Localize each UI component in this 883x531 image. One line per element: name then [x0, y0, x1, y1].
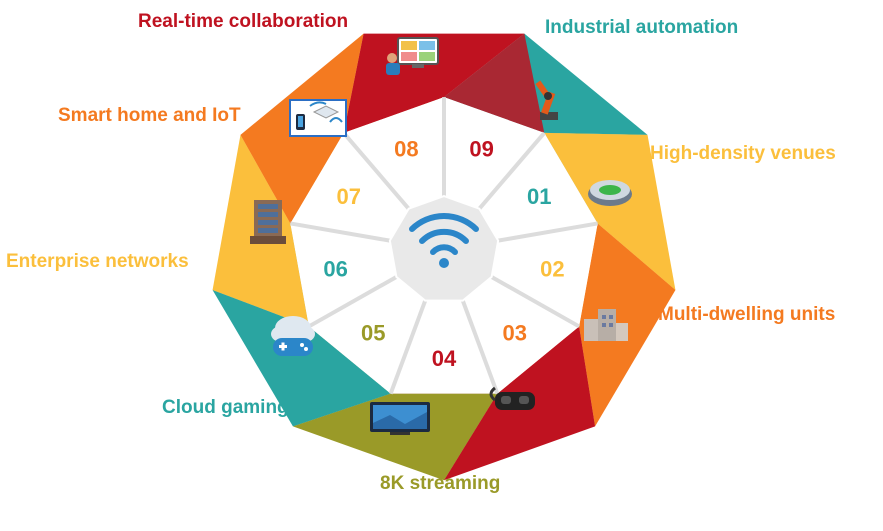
spoke-line: [307, 275, 398, 329]
segment-number-05: 05: [361, 321, 385, 346]
segment-number-08: 08: [394, 137, 418, 162]
spoke-line: [497, 221, 598, 243]
segment-number-03: 03: [502, 321, 526, 346]
label-real-time-collaboration: Real-time collaboration: [138, 11, 349, 32]
segment-number-09: 09: [469, 137, 493, 162]
vr-headset-icon: [489, 386, 535, 410]
label-cloud-gaming: Cloud gaming: [162, 397, 289, 418]
ring-segment-05: [292, 393, 498, 481]
ring-segment-shade-09: [444, 33, 545, 133]
video-conference-icon: [386, 37, 439, 75]
smart-home-icon: [289, 99, 347, 137]
segment-number-06: 06: [323, 257, 347, 282]
gamepad-cloud-icon: [271, 316, 315, 356]
spoke-line: [490, 275, 581, 329]
ring-segment-02: [544, 132, 676, 290]
label-high-density-venues: High-density venues: [650, 143, 836, 164]
office-building-icon: [250, 200, 286, 244]
center-hub: [388, 195, 500, 302]
stadium-icon: [588, 180, 632, 206]
spoke-line: [460, 299, 500, 395]
spoke-line: [290, 221, 391, 243]
segment-icons: [250, 37, 632, 435]
ring-segment-06: [212, 289, 391, 427]
spoke-line: [477, 131, 546, 211]
label-enterprise-networks: Enterprise networks: [6, 251, 189, 272]
segment-numbers: 01 02 03 04 05 06 07 08 09: [323, 137, 564, 371]
segment-number-01: 01: [527, 184, 551, 209]
segment-number-07: 07: [336, 184, 360, 209]
apartment-buildings-icon: [584, 309, 628, 341]
segment-number-04: 04: [432, 346, 457, 371]
segment-number-02: 02: [540, 257, 564, 282]
label-8k-streaming: 8K streaming: [380, 473, 501, 494]
label-industrial-automation: Industrial automation: [545, 17, 739, 38]
label-multi-dwelling-units: Multi-dwelling units: [658, 304, 836, 325]
spoke-line: [388, 299, 428, 395]
label-smart-home-iot: Smart home and IoT: [58, 105, 241, 126]
spoke-line: [342, 131, 411, 211]
tv-screen-icon: [370, 402, 430, 435]
robot-arm-icon: [535, 80, 558, 120]
wifi-icon: [409, 213, 479, 268]
